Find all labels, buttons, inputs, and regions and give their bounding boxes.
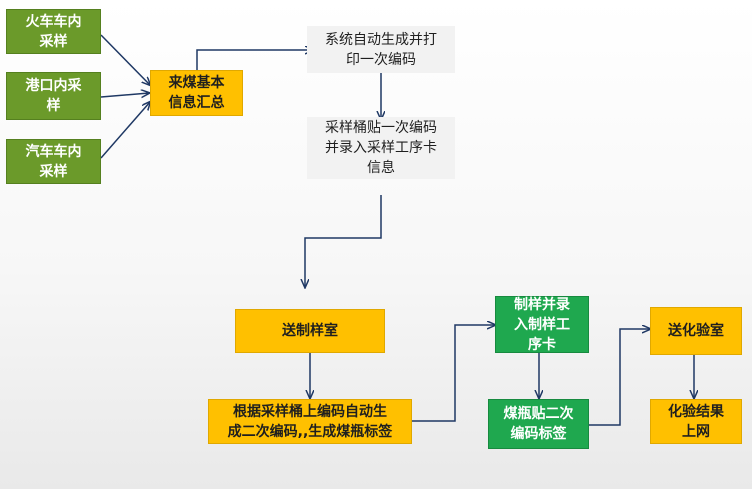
node-result-online: 化验结果 上网	[650, 399, 742, 444]
arrow-truck-to-summary	[100, 102, 150, 159]
node-coal-info-summary: 来煤基本 信息汇总	[150, 70, 243, 116]
node-second-code-label: 根据采样桶上编码自动生 成二次编码,,生成煤瓶标签	[208, 399, 412, 444]
node-send-lab: 送化验室	[650, 307, 742, 355]
arrow-summary-to-print	[196, 50, 313, 70]
node-bottle-second-code: 煤瓶贴二次 编码标签	[488, 399, 589, 449]
node-port-sampling: 港口内采 样	[6, 72, 101, 120]
arrow-attach-to-send-prep	[305, 195, 382, 287]
node-auto-print-first-code: 系统自动生成并打 印一次编码	[307, 26, 455, 73]
node-send-prep-room: 送制样室	[235, 309, 385, 353]
arrow-bottle-label-to-send-lab	[589, 329, 650, 426]
node-truck-sampling: 汽车车内 采样	[6, 139, 101, 184]
node-train-sampling: 火车车内 采样	[6, 9, 101, 54]
node-prep-record: 制样并录 入制样工 序卡	[495, 296, 589, 353]
arrow-second-code-to-prep-record	[412, 325, 495, 422]
arrow-train-to-summary	[100, 34, 150, 85]
arrow-port-to-summary	[100, 93, 149, 97]
node-attach-first-code: 采样桶贴一次编码 并录入采样工序卡 信息	[307, 117, 455, 179]
